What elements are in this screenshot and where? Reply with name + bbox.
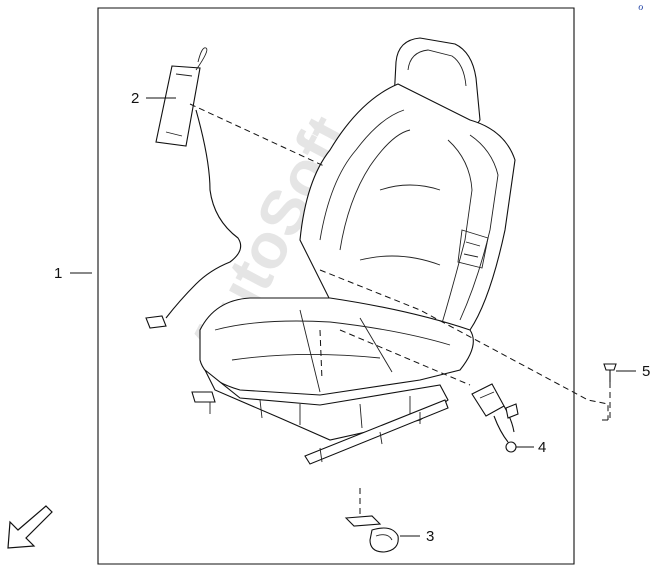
callout-1: 1 [54,265,62,282]
corner-mark: ℴ [638,0,644,13]
part-2-airbag-module [145,47,242,329]
seat-assembly [191,37,516,465]
callout-5: 5 [642,363,650,380]
assembly-frame [97,7,575,565]
callout-4: 4 [538,439,546,456]
part-4-buckle [471,383,519,453]
front-direction-arrow [7,505,53,549]
callout-2: 2 [131,90,139,107]
callout-3: 3 [426,528,434,545]
part-3-clip [344,515,399,553]
assembly-lines [189,103,611,516]
part-5-screw [603,363,617,382]
leader-lines [70,97,636,537]
